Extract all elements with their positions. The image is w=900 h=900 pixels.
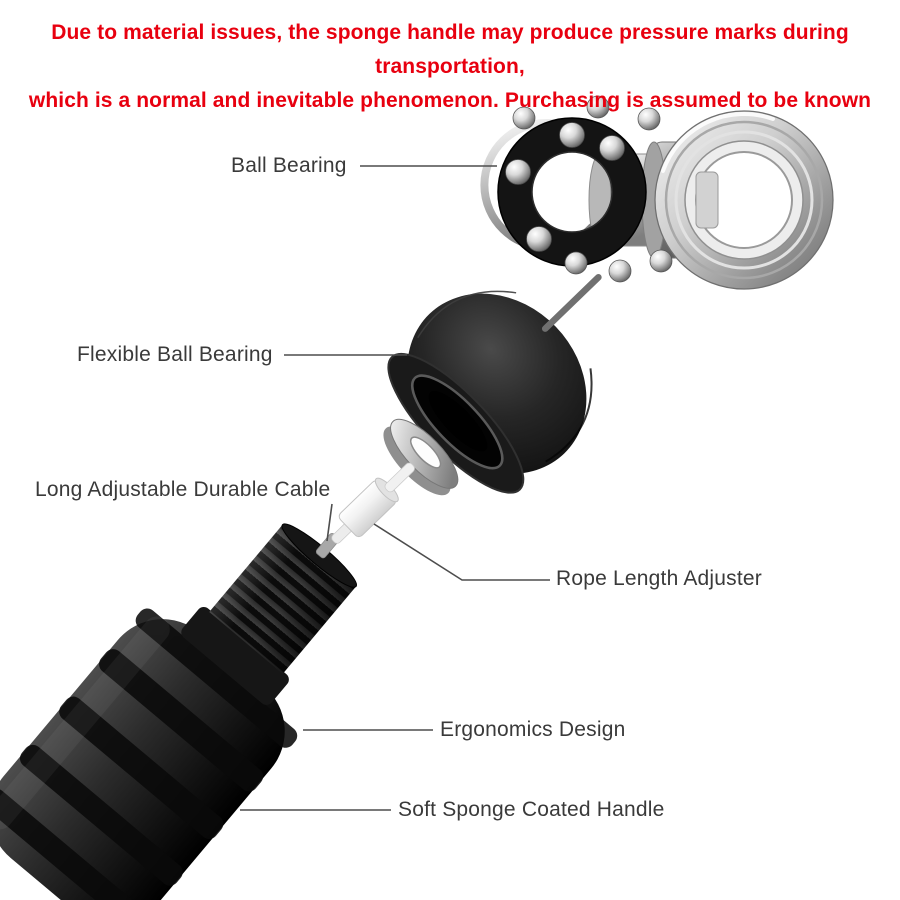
bearing-outer-ring bbox=[654, 110, 834, 290]
warning-line-2: which is a normal and inevitable phenome… bbox=[28, 89, 872, 112]
dome-facet-line bbox=[417, 290, 517, 339]
washer bbox=[383, 418, 459, 496]
connector-cable bbox=[326, 503, 333, 542]
handle-assembly bbox=[0, 523, 358, 900]
cable-and-adjuster bbox=[331, 462, 415, 544]
steel-ball bbox=[649, 249, 673, 273]
sponge-ridge-bands bbox=[0, 608, 298, 900]
ball-bearing-assembly bbox=[480, 95, 834, 290]
steel-ball bbox=[512, 106, 536, 130]
washer-hole bbox=[409, 436, 442, 469]
dome-hole bbox=[428, 391, 488, 452]
steel-ball bbox=[608, 259, 632, 283]
durable-cable-segment bbox=[384, 462, 415, 493]
label-rope-length-adjuster: Rope Length Adjuster bbox=[556, 567, 762, 590]
steel-ball bbox=[564, 251, 588, 275]
warning-banner: Due to material issues, the sponge handl… bbox=[8, 16, 892, 118]
dome-facet-line bbox=[545, 368, 593, 463]
label-long-adjustable-durable-cable: Long Adjustable Durable Cable bbox=[35, 478, 331, 501]
bearing-cage bbox=[497, 117, 647, 267]
label-ball-bearing: Ball Bearing bbox=[231, 154, 347, 177]
handle-collar bbox=[181, 606, 289, 705]
label-ergonomics-design: Ergonomics Design bbox=[440, 718, 626, 741]
label-soft-sponge-coated-handle: Soft Sponge Coated Handle bbox=[398, 798, 665, 821]
connector-lines bbox=[240, 165, 550, 811]
steel-ball bbox=[586, 95, 610, 119]
ring-highlight bbox=[661, 111, 775, 173]
exploded-middle-parts bbox=[331, 274, 602, 544]
warning-line-1: Due to material issues, the sponge handl… bbox=[51, 21, 849, 78]
label-flexible-ball-bearing: Flexible Ball Bearing bbox=[77, 343, 273, 366]
cable-tip bbox=[541, 274, 602, 332]
steel-ball bbox=[637, 107, 661, 131]
connector-rope-length-adjuster bbox=[373, 523, 550, 581]
shaft-stub bbox=[695, 171, 719, 229]
cage-balls bbox=[505, 122, 625, 252]
loose-steel-balls bbox=[512, 95, 673, 283]
handle-highlight bbox=[0, 616, 170, 830]
flexible-ball-bearing-cap bbox=[387, 274, 602, 494]
